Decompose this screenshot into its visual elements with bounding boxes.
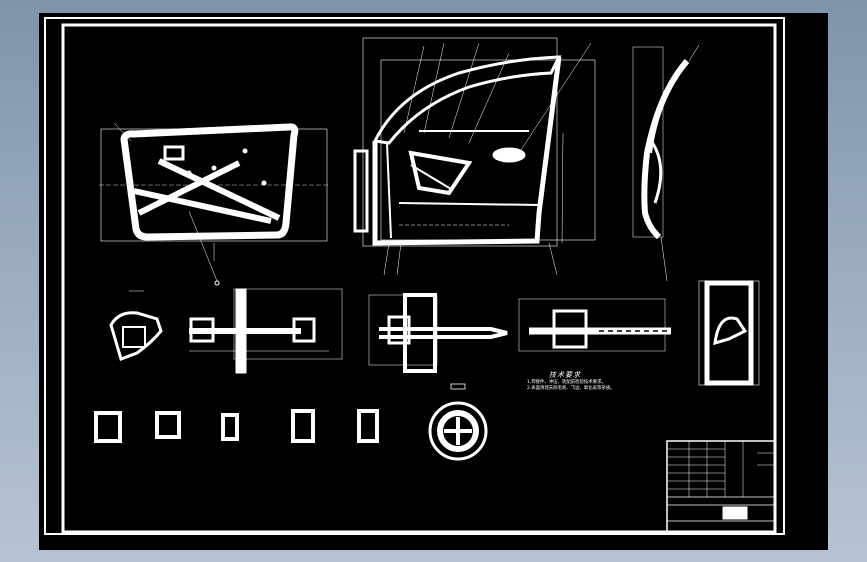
title-block: [666, 440, 776, 533]
door-section-profile-view: [632, 44, 700, 282]
door-assembly-side-view: [353, 37, 596, 276]
technical-notes-title: 技术要求: [549, 371, 581, 379]
drawing-sheet: 技术要求 1.焊接件、冲压、装配前检验技术要求。 2.表面清理去除毛刺、飞边、氧…: [39, 13, 828, 550]
small-parts-row: [94, 409, 379, 443]
technical-notes: 技术要求 1.焊接件、冲压、装配前检验技术要求。 2.表面清理去除毛刺、飞边、氧…: [527, 370, 687, 392]
cad-drawing: [44, 17, 785, 535]
outer-frame: [44, 17, 785, 535]
emblem-view: [428, 383, 488, 461]
lock-assembly-view: [368, 293, 508, 373]
inner-frame: [61, 23, 777, 534]
guide-rail-view: [518, 298, 671, 352]
technical-note-line-2: 2.表面清理去除毛刺、飞边、氧化皮等杂质。: [527, 386, 615, 391]
latch-bracket-view: [698, 280, 760, 386]
technical-note-line-1: 1.焊接件、冲压、装配前检验技术要求。: [527, 380, 606, 385]
handle-mechanism-view: [189, 288, 343, 374]
hinge-part-view: [109, 290, 163, 361]
door-inner-panel-view: [99, 122, 329, 286]
